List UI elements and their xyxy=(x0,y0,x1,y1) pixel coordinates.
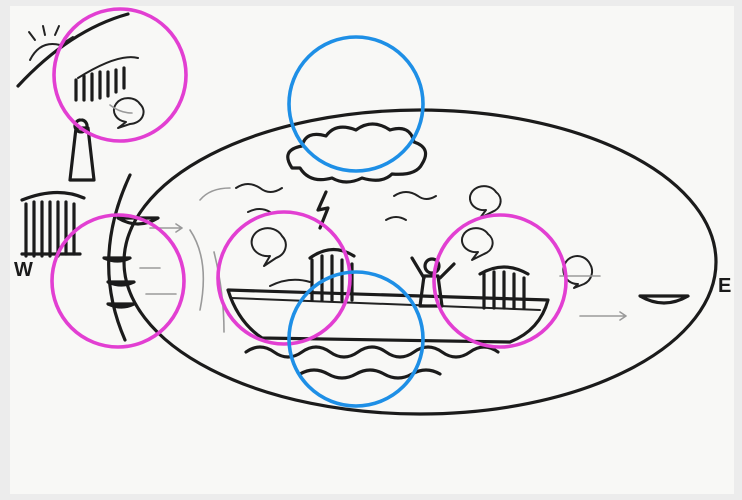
crowd-top-left xyxy=(76,57,138,100)
east-label: E xyxy=(718,275,731,297)
crowd-left xyxy=(22,192,84,256)
disciples-right xyxy=(480,267,528,308)
hill-line xyxy=(18,14,128,86)
west-label: W xyxy=(14,259,33,281)
waves xyxy=(246,347,498,378)
main-ellipse xyxy=(124,110,716,414)
highlight-circle-boat-right xyxy=(434,215,566,347)
speech-bubble-boat-left xyxy=(252,228,286,266)
sleeping-figure xyxy=(270,280,310,286)
speech-bubble-upper-right xyxy=(470,186,501,218)
boat-right xyxy=(640,296,688,303)
speech-bubble-right xyxy=(462,228,493,260)
highlight-circle-cloud xyxy=(289,37,423,171)
arrows-left xyxy=(140,224,182,294)
boat-hull xyxy=(228,290,548,342)
